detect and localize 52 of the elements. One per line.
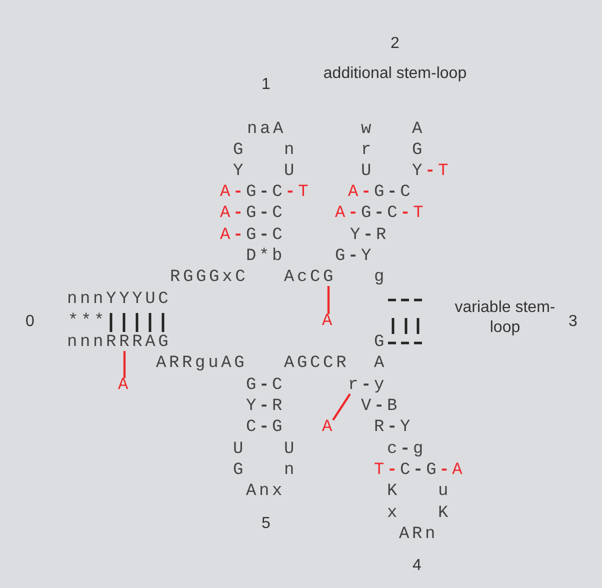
leader-line bbox=[123, 351, 126, 378]
sequence-text: D*b bbox=[246, 249, 286, 265]
sequence-text: Y-T bbox=[412, 164, 452, 180]
sequence-text: U bbox=[233, 442, 246, 458]
sequence-text: U bbox=[361, 164, 374, 180]
sequence-text: Y-R bbox=[246, 399, 286, 415]
sequence-text: R-Y bbox=[374, 420, 414, 436]
sequence-text: C-G bbox=[246, 420, 286, 436]
loop-label: variable stem-loop bbox=[454, 298, 556, 338]
sequence-text: U bbox=[284, 164, 298, 180]
sequence-text: Y-R bbox=[350, 228, 390, 244]
sequence-text: K bbox=[387, 484, 400, 500]
sequence-text: G-C bbox=[246, 378, 286, 394]
inserted-base: A bbox=[118, 378, 132, 394]
sequence-text: V-B bbox=[361, 399, 400, 415]
sequence-text: r-y bbox=[348, 378, 388, 394]
loop-number: 4 bbox=[412, 556, 422, 576]
sequence-text: A-G-C-T bbox=[220, 185, 312, 201]
sequence-text: w bbox=[361, 122, 374, 138]
sequence-text: A-G-C bbox=[348, 185, 414, 201]
sequence-text: x bbox=[387, 506, 400, 522]
sequence-text: Y bbox=[233, 164, 246, 180]
sequence-text: A-G-C-T bbox=[335, 206, 426, 222]
sequence-text: A bbox=[412, 122, 426, 138]
sequence-text: u bbox=[438, 484, 452, 500]
loop-number: 0 bbox=[26, 312, 34, 332]
sequence-text: K bbox=[438, 506, 452, 522]
sequence-text: G-Y bbox=[335, 249, 374, 265]
inserted-base: A bbox=[322, 314, 336, 330]
sequence-text: r bbox=[361, 143, 374, 159]
sequence-text: G bbox=[412, 143, 426, 159]
sequence-text: G bbox=[374, 335, 388, 351]
sequence-text: A-G-C bbox=[220, 228, 286, 244]
loop-number: 5 bbox=[262, 514, 270, 534]
inserted-base: A bbox=[322, 420, 336, 436]
loop-number: 3 bbox=[568, 312, 578, 332]
sequence-text: A-G-C bbox=[220, 206, 286, 222]
sequence-text: T-C-G-A bbox=[374, 463, 466, 479]
sequence-text: G bbox=[233, 463, 246, 479]
loop-number: 2 bbox=[390, 34, 400, 54]
sequence-text: c-g bbox=[387, 442, 426, 458]
leader-line bbox=[332, 393, 351, 421]
sequence-text: g bbox=[374, 270, 388, 286]
sequence-text: *** bbox=[68, 314, 108, 330]
sequence-text: U bbox=[284, 442, 298, 458]
loop-number: 1 bbox=[262, 75, 270, 95]
leader-line bbox=[327, 286, 330, 314]
sequence-text: n bbox=[284, 143, 298, 159]
loop-label: additional stem-loop bbox=[322, 64, 468, 84]
sequence-text: G bbox=[233, 143, 246, 159]
sequence-text: n bbox=[284, 463, 298, 479]
sequence-text: A bbox=[374, 356, 388, 372]
